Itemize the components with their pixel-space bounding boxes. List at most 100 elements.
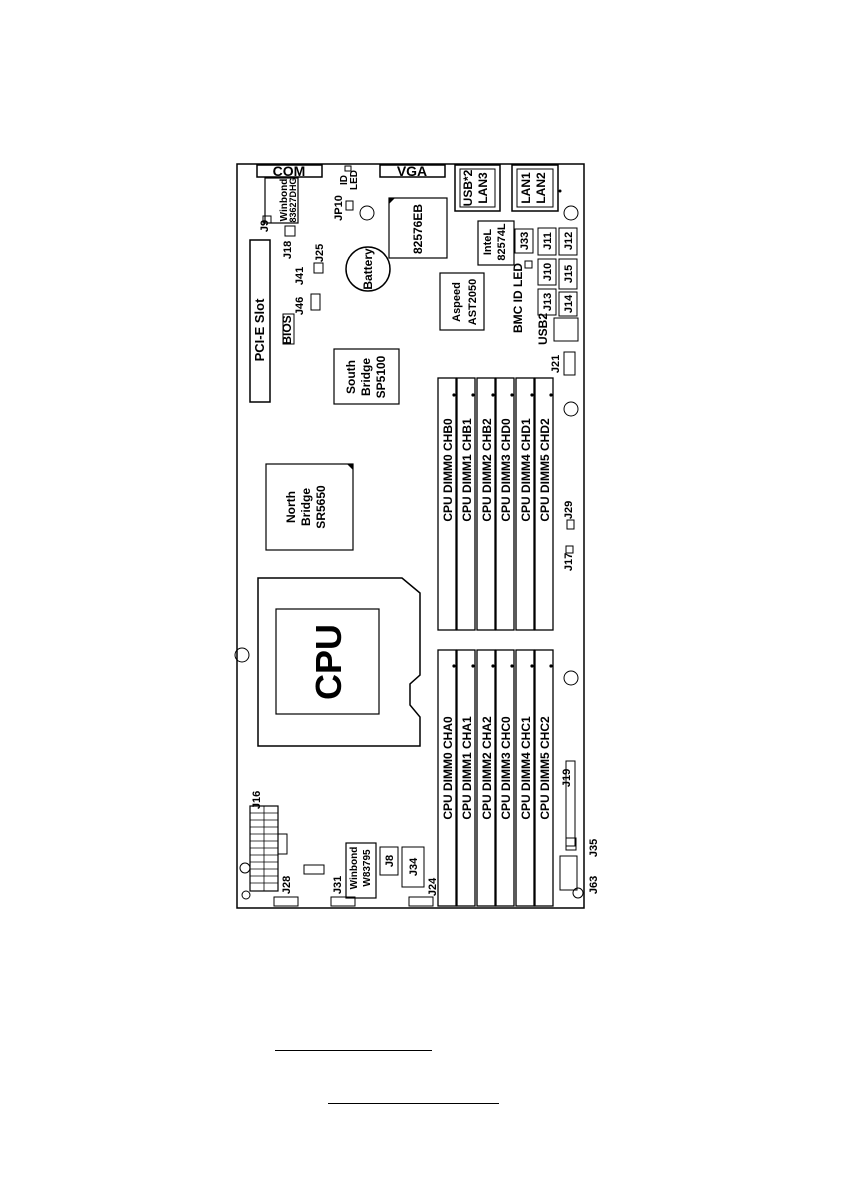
dimm-bottom-label-1: CPU DIMM1 CHA1 <box>460 716 474 820</box>
j19-label: J19 <box>561 769 573 787</box>
usb2x-label: USB*2 <box>461 169 475 206</box>
south-bridge-label-2: Bridge <box>359 358 373 396</box>
south-bridge-label-3: SP5100 <box>374 355 388 398</box>
dimm-top-label-4: CPU DIMM4 CHD1 <box>519 418 533 522</box>
j8-label: J8 <box>384 855 396 867</box>
dimm-bottom-slot-2 <box>476 649 496 907</box>
dimm-top-slot-5 <box>534 377 554 631</box>
superio-chip <box>264 177 299 224</box>
j46-label: J46 <box>294 297 306 315</box>
lan12-port <box>511 164 559 212</box>
j25-label: J25 <box>314 244 326 262</box>
j34-header <box>401 846 425 888</box>
dimm-top-label-3: CPU DIMM3 CHD0 <box>499 418 513 522</box>
dimm-top-slot-4 <box>515 377 535 631</box>
j19-header <box>565 760 576 847</box>
j33-header <box>514 228 534 254</box>
dimm-bottom-slot-5 <box>534 649 554 907</box>
j25-header <box>313 262 324 274</box>
j29-label: J29 <box>563 501 575 519</box>
j29-header <box>566 519 575 530</box>
j24-label: J24 <box>427 877 439 896</box>
underline-rule-1 <box>275 1050 432 1051</box>
dimm-top-slot-key-0 <box>452 393 456 397</box>
usb2-header <box>553 317 579 342</box>
pcie-slot-label: PCI-E Slot <box>252 298 267 362</box>
j34-label: J34 <box>408 857 420 876</box>
bmc-led <box>524 260 533 269</box>
j16-label: J16 <box>251 791 263 809</box>
j28-header <box>273 896 299 907</box>
dimm-bottom-slot-key-0 <box>452 664 456 668</box>
north-bridge-label-3: SR5650 <box>314 485 328 529</box>
intel-brand: InteL <box>482 229 494 256</box>
dimm-top-slot-key-5 <box>549 393 553 397</box>
dimm-bottom-slot-1 <box>456 649 476 907</box>
vga-connector <box>379 164 446 178</box>
vga-label: VGA <box>397 163 427 179</box>
j15-label: J15 <box>563 265 575 283</box>
com-connector <box>256 164 323 178</box>
j31-header <box>330 896 356 907</box>
j17-header <box>565 545 574 554</box>
j11-label: J11 <box>542 232 554 250</box>
superio-brand: Winbond <box>279 179 290 222</box>
dimm-bottom-label-3: CPU DIMM3 CHC0 <box>499 716 513 820</box>
south-bridge-chip <box>333 348 400 405</box>
fan-header <box>303 864 325 875</box>
j35-label: J35 <box>588 839 600 857</box>
dimm-bottom-slot-key-2 <box>491 664 495 668</box>
cpu-label: CPU <box>308 624 349 700</box>
j24-header <box>408 896 434 907</box>
dimm-top-label-2: CPU DIMM2 CHB2 <box>480 418 494 522</box>
bmc-led-label: BMC ID LED <box>511 263 525 333</box>
dimm-top-slot-3 <box>495 377 515 631</box>
j13-header <box>537 288 557 316</box>
hwmon-chip <box>345 842 377 899</box>
south-bridge-label-1: South <box>344 360 358 394</box>
dimm-bottom-slot-key-3 <box>510 664 514 668</box>
battery <box>345 246 391 292</box>
j28-label: J28 <box>281 876 293 894</box>
superio-model: 83627DHG <box>288 177 298 222</box>
j63-label: J63 <box>588 876 600 894</box>
j31-label: J31 <box>332 876 344 894</box>
hwmon-brand: Winbond <box>349 847 360 890</box>
dimm-top-slot-key-4 <box>530 393 534 397</box>
dimm-bottom-label-0: CPU DIMM0 CHA0 <box>441 716 455 820</box>
cpu-socket <box>257 577 421 747</box>
id-led <box>344 165 352 172</box>
dimm-bottom-label-4: CPU DIMM4 CHC1 <box>519 716 533 820</box>
jp10-label: JP10 <box>333 195 345 221</box>
j9-label: J9 <box>259 220 271 232</box>
nic-chip-label: 82576EB <box>411 204 425 254</box>
hwmon-model: W83795 <box>362 849 373 887</box>
dimm-top-label-0: CPU DIMM0 CHB0 <box>441 418 455 522</box>
j63-header <box>559 855 578 891</box>
bmc-model: AST2050 <box>467 279 479 325</box>
dimm-top-label-5: CPU DIMM5 CHD2 <box>538 418 552 522</box>
j14-header <box>558 291 578 317</box>
dimm-bottom-label-2: CPU DIMM2 CHA2 <box>480 716 494 820</box>
j16-pins <box>250 806 278 891</box>
dimm-bottom-slot-0 <box>437 649 457 907</box>
com-label: COM <box>273 163 306 179</box>
id-led-label-2: LED <box>349 170 360 190</box>
j33-label: J33 <box>519 232 531 250</box>
j12-header <box>558 227 578 256</box>
usb2-label: USB2 <box>536 313 550 345</box>
dimm-bottom-slot-key-1 <box>471 664 475 668</box>
j13-label: J13 <box>542 293 554 311</box>
north-bridge-label-2: Bridge <box>299 488 313 526</box>
j10-header <box>537 258 557 286</box>
dimm-bottom-slot-key-5 <box>549 664 553 668</box>
j9-header <box>262 215 272 224</box>
intel-chip <box>477 220 515 266</box>
underline-rule-2 <box>328 1103 499 1104</box>
j8-header <box>379 846 399 876</box>
dimm-bottom-slot-key-4 <box>530 664 534 668</box>
dimm-top-slot-key-3 <box>510 393 514 397</box>
bmc-brand: Aspeed <box>451 282 463 322</box>
